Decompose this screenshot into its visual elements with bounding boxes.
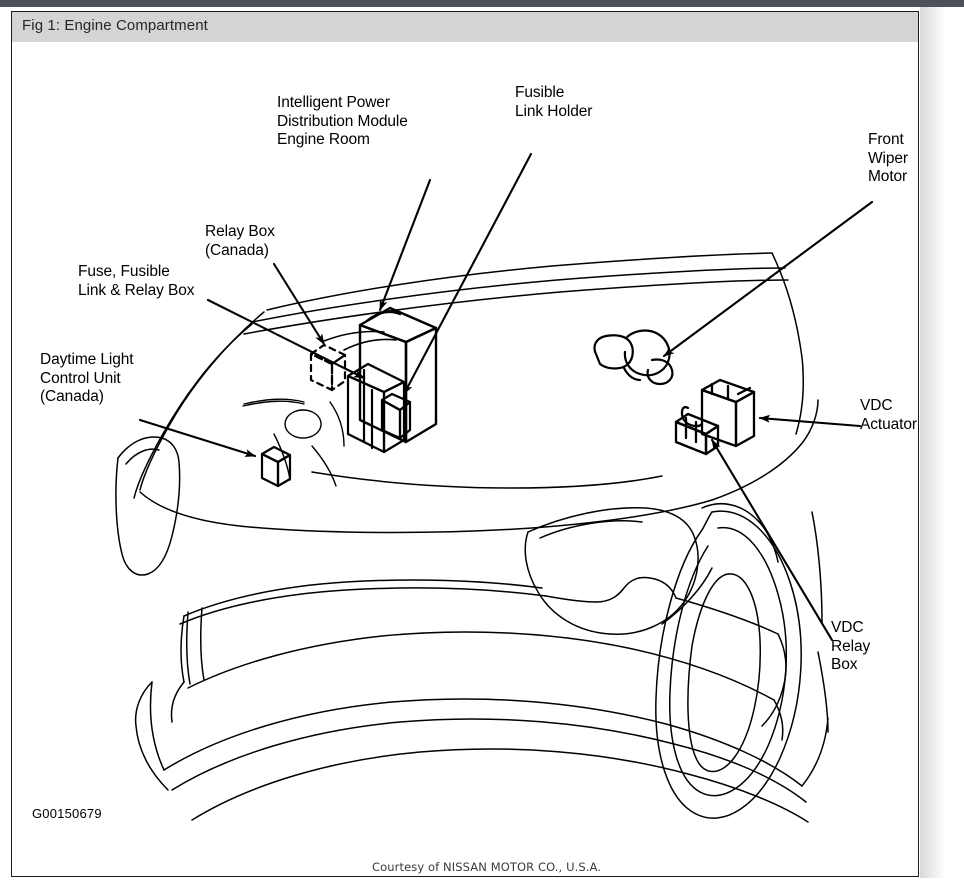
courtesy-notice: Courtesy of NISSAN MOTOR CO., U.S.A. [372, 860, 602, 874]
callout-fusible-link-holder: Fusible Link Holder [515, 84, 593, 120]
leader-vdc-relay-box [710, 438, 834, 642]
callout-fuse-fusible-link-relay-box: Fuse, Fusible Link & Relay Box [78, 263, 195, 299]
car-body-outline [133, 252, 819, 534]
fuse-box-highlight [323, 330, 397, 351]
callout-vdc-relay-box: VDC Relay Box [831, 619, 871, 673]
side-sill [661, 511, 829, 787]
figure-titlebar: Fig 1: Engine Compartment [12, 12, 918, 42]
callout-daytime-light-control-unit: Daytime Light Control Unit (Canada) [40, 351, 134, 405]
leader-front-wiper-motor [662, 200, 874, 358]
engine-bay-panel-details [242, 398, 345, 487]
leader-relay-box-canada [272, 262, 326, 346]
callout-vdc-actuator: VDC Actuator [860, 397, 917, 433]
callout-relay-box-canada: Relay Box (Canada) [205, 223, 275, 259]
callout-ipdm-engine-room: Intelligent Power Distribution Module En… [277, 94, 408, 148]
relay-box-canada-part [309, 343, 347, 392]
window-bottom-gutter [0, 878, 964, 894]
callout-leader-lines [138, 152, 874, 642]
front-wiper-motor-part [593, 329, 674, 386]
figure-panel: Fig 1: Engine Compartment [11, 11, 919, 877]
leader-ipdm-engine-room [378, 178, 432, 312]
ipdm-engine-room-part [358, 306, 438, 444]
leader-vdc-actuator [758, 414, 862, 428]
window-top-strip [0, 0, 964, 7]
figure-title: Fig 1: Engine Compartment [22, 17, 208, 34]
vdc-relay-box-part [674, 412, 720, 456]
leader-fusible-link-holder [402, 152, 533, 396]
leader-daytime-light-control-unit [138, 418, 257, 458]
engine-compartment-diagram [115, 152, 874, 823]
fusible-link-holder-part [380, 392, 412, 440]
left-headlight [115, 436, 181, 576]
daytime-light-control-unit-part [260, 445, 292, 488]
figure-stage: Fuse, Fusible Link & Relay Box Relay Box… [12, 42, 918, 876]
front-bumper-grille [134, 576, 809, 823]
figure-id-label: G00150679 [32, 806, 102, 821]
callout-front-wiper-motor: Front Wiper Motor [868, 131, 908, 185]
leader-fuse-fusible-link-relay-box [206, 298, 366, 380]
window-right-gutter [920, 7, 964, 894]
